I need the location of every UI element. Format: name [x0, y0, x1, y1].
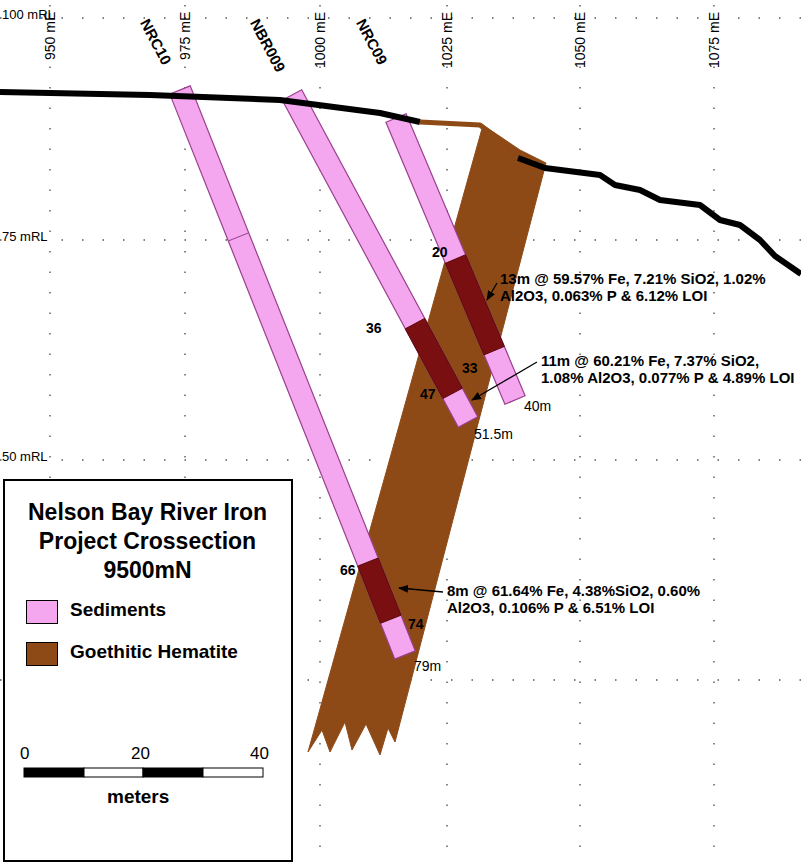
label: 0: [20, 744, 29, 764]
assay-callout: 11m @ 60.21% Fe, 7.37% SiO2, 1.08% Al2O3…: [541, 352, 796, 387]
easting-label: 950 mE: [42, 12, 58, 60]
label: 50 mRL: [2, 450, 48, 465]
label: 79m: [414, 658, 441, 674]
legend-text: Sediments: [70, 599, 166, 621]
assay-callout: 13m @ 59.57% Fe, 7.21% SiO2, 1.02% Al2O3…: [500, 270, 795, 305]
leader-arrow: [487, 283, 497, 300]
tick: [229, 233, 249, 241]
label: 40: [250, 744, 269, 764]
drill-hole: [386, 114, 525, 405]
easting-label: 1075 mE: [706, 12, 722, 68]
leader-arrow: [399, 588, 443, 592]
easting-label: 975 mE: [177, 12, 193, 60]
hole-name: NBR009: [247, 16, 289, 75]
easting-label: 1000 mE: [312, 12, 328, 68]
intercept: [445, 255, 504, 355]
label: 36: [366, 320, 382, 336]
topography: [518, 158, 801, 274]
legend-swatch: [26, 642, 58, 666]
legend-text: Goethitic Hematite: [70, 641, 238, 663]
label: 33: [462, 360, 478, 376]
legend-box: [4, 480, 292, 861]
label: 20: [131, 744, 150, 764]
assay-callout: 8m @ 61.64% Fe, 4.38%SiO2, 0.60% Al2O3, …: [447, 582, 747, 617]
label: 47: [420, 386, 436, 402]
scale-bar: [24, 768, 263, 777]
hole-name: NRC09: [353, 16, 391, 68]
label: 66: [340, 562, 356, 578]
label: 51.5m: [474, 426, 513, 442]
topography-outcrop: [420, 122, 518, 155]
leader-arrow: [472, 362, 537, 400]
title: Nelson Bay River Iron Project Crossectio…: [20, 498, 275, 584]
easting-label: 1050 mE: [572, 12, 588, 68]
label: 20: [432, 244, 448, 260]
grid: [0, 5, 801, 860]
label: 75 mRL: [2, 230, 48, 245]
topography: [0, 92, 420, 122]
intercept: [358, 558, 401, 623]
label: 74: [408, 616, 424, 632]
easting-label: 1025 mE: [439, 12, 455, 68]
label: 40m: [524, 398, 551, 414]
hole-name: NRC10: [137, 16, 175, 68]
legend-swatch: [26, 600, 58, 624]
label: meters: [107, 786, 169, 808]
